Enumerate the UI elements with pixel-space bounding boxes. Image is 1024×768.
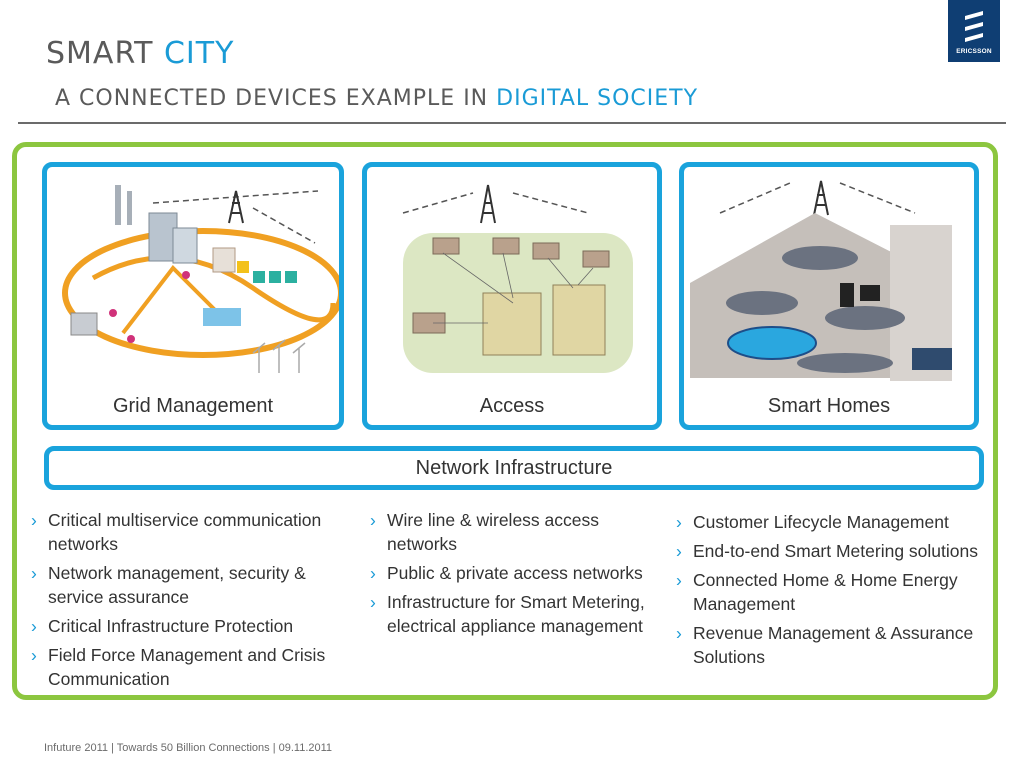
list-item: ›Network management, security & service … [31,563,306,607]
list-item: ›Field Force Management and Crisis Commu… [31,645,326,689]
bullet-chevron-icon: › [676,570,682,590]
bullet-chevron-icon: › [31,645,37,665]
list-item: ›Public & private access networks [370,563,643,583]
list-item: ›Infrastructure for Smart Metering, elec… [370,592,645,636]
bullet-chevron-icon: › [370,592,376,612]
bullet-chevron-icon: › [31,616,37,636]
smart-home-illustration [690,180,952,381]
card-label: Smart Homes [767,395,891,417]
card-label: Access [479,395,545,417]
list-item: ›Revenue Management & Assurance Solution… [676,623,974,667]
slide-title: SMART CITY [46,36,234,71]
list-item: ›End-to-end Smart Metering solutions [676,541,978,561]
network-infrastructure-bar: Network Infrastructure [44,446,984,490]
smart-grid-illustration [62,185,339,373]
bullet-chevron-icon: › [676,512,682,532]
bullet-chevron-icon: › [676,541,682,561]
list-item: ›Wire line & wireless access networks [370,510,599,554]
content-frame [12,142,998,700]
list-item: ›Critical Infrastructure Protection [31,616,294,636]
subtitle-accent: DIGITAL SOCIETY [496,86,699,111]
slide-footer: Infuture 2011 | Towards 50 Billion Conne… [44,742,333,754]
card-smart-homes: Smart Homes [679,162,979,430]
title-main: SMART [46,36,164,71]
network-infrastructure-label: Network Infrastructure [415,457,613,479]
card-grid-management: Grid Management [42,162,344,430]
bullet-chevron-icon: › [31,510,37,530]
ericsson-mark-icon [965,11,983,42]
bullet-list-grid: ›Critical multiservice communication net… [31,508,336,696]
card-label: Grid Management [112,395,274,417]
bullet-chevron-icon: › [370,510,376,530]
bullet-list-access: ›Wire line & wireless access networks ›P… [370,508,660,643]
access-network-illustration [402,184,633,373]
subtitle-main: A CONNECTED DEVICES EXAMPLE IN [55,86,497,111]
ericsson-logo: ERICSSON [948,0,1000,62]
list-item: ›Critical multiservice communication net… [31,510,322,554]
bullet-chevron-icon: › [676,623,682,643]
bullet-chevron-icon: › [370,563,376,583]
title-divider [18,122,1006,124]
list-item: ›Connected Home & Home Energy Management [676,570,958,614]
logo-text: ERICSSON [956,48,992,55]
card-access: Access [362,162,662,430]
title-accent: CITY [163,36,235,71]
slide-subtitle: A CONNECTED DEVICES EXAMPLE IN DIGITAL S… [55,86,698,111]
bullet-list-smart-homes: ›Customer Lifecycle Management ›End-to-e… [676,510,996,674]
list-item: ›Customer Lifecycle Management [676,512,949,532]
bullet-chevron-icon: › [31,563,37,583]
